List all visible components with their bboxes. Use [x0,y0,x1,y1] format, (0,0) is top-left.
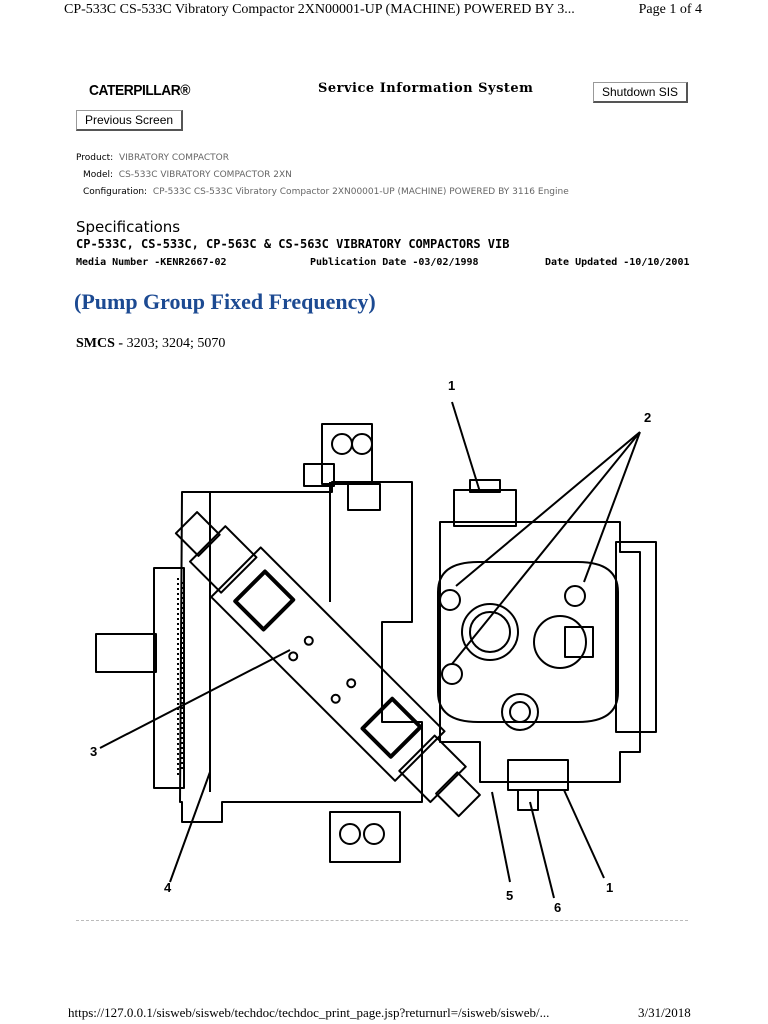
callout-1-bottom: 1 [606,880,613,895]
callout-leaders [99,401,641,899]
drive-shaft [95,633,157,673]
solenoid-valve [174,511,481,818]
publication-date: Publication Date -03/02/1998 [310,257,479,268]
footer-divider [76,920,688,921]
previous-screen-button[interactable]: Previous Screen [76,110,184,131]
date-updated: Date Updated -10/10/2001 [545,257,690,268]
top-fitting [453,489,517,527]
print-header: CP-533C CS-533C Vibratory Compactor 2XN0… [0,0,768,20]
section-heading: Specifications [76,218,181,236]
model-label: Model: [83,170,114,180]
product-label: Product: [76,153,114,163]
footer-date: 3/31/2018 [638,1005,691,1020]
pump-group-illustration: 1 2 3 4 5 6 1 [90,378,657,915]
caterpillar-logo: CATERPILLAR® [89,82,190,99]
callout-6: 6 [554,900,561,915]
footer-url: https://127.0.0.1/sisweb/sisweb/techdoc/… [68,1005,550,1020]
callout-5: 5 [506,888,513,903]
smcs-codes: SMCS - 3203; 3204; 5070 [76,336,225,352]
system-title: Service Information System [318,81,534,96]
callout-4: 4 [164,880,172,895]
product-row: Product: VIBRATORY COMPACTOR [76,153,229,163]
configuration-label: Configuration: [83,187,148,197]
callout-2: 2 [644,410,651,425]
media-number: Media Number -KENR2667-02 [76,257,227,268]
models-heading: CP-533C, CS-533C, CP-563C & CS-563C VIBR… [76,237,510,251]
mounting-flange [153,567,185,789]
bottom-mount [329,811,401,863]
callout-labels: 1 2 3 4 5 6 1 [90,378,651,915]
shutdown-sis-button[interactable]: Shutdown SIS [593,82,689,103]
callout-3: 3 [90,744,97,759]
smcs-label: SMCS - [76,336,124,351]
model-row: Model: CS-533C VIBRATORY COMPACTOR 2XN [83,170,292,180]
callout-1-top: 1 [448,378,455,393]
page-title: (Pump Group Fixed Frequency) [74,289,376,314]
end-cover [615,541,657,733]
page-number: Page 1 of 4 [638,2,702,17]
configuration-row: Configuration: CP-533C CS-533C Vibratory… [83,187,569,197]
pump-body [179,481,423,823]
product-value: VIBRATORY COMPACTOR [118,153,230,163]
port-plate [437,561,619,723]
print-title: CP-533C CS-533C Vibratory Compactor 2XN0… [64,2,575,17]
model-value: CS-533C VIBRATORY COMPACTOR 2XN [118,170,292,180]
configuration-value: CP-533C CS-533C Vibratory Compactor 2XN0… [152,187,569,197]
smcs-value: 3203; 3204; 5070 [126,336,226,351]
